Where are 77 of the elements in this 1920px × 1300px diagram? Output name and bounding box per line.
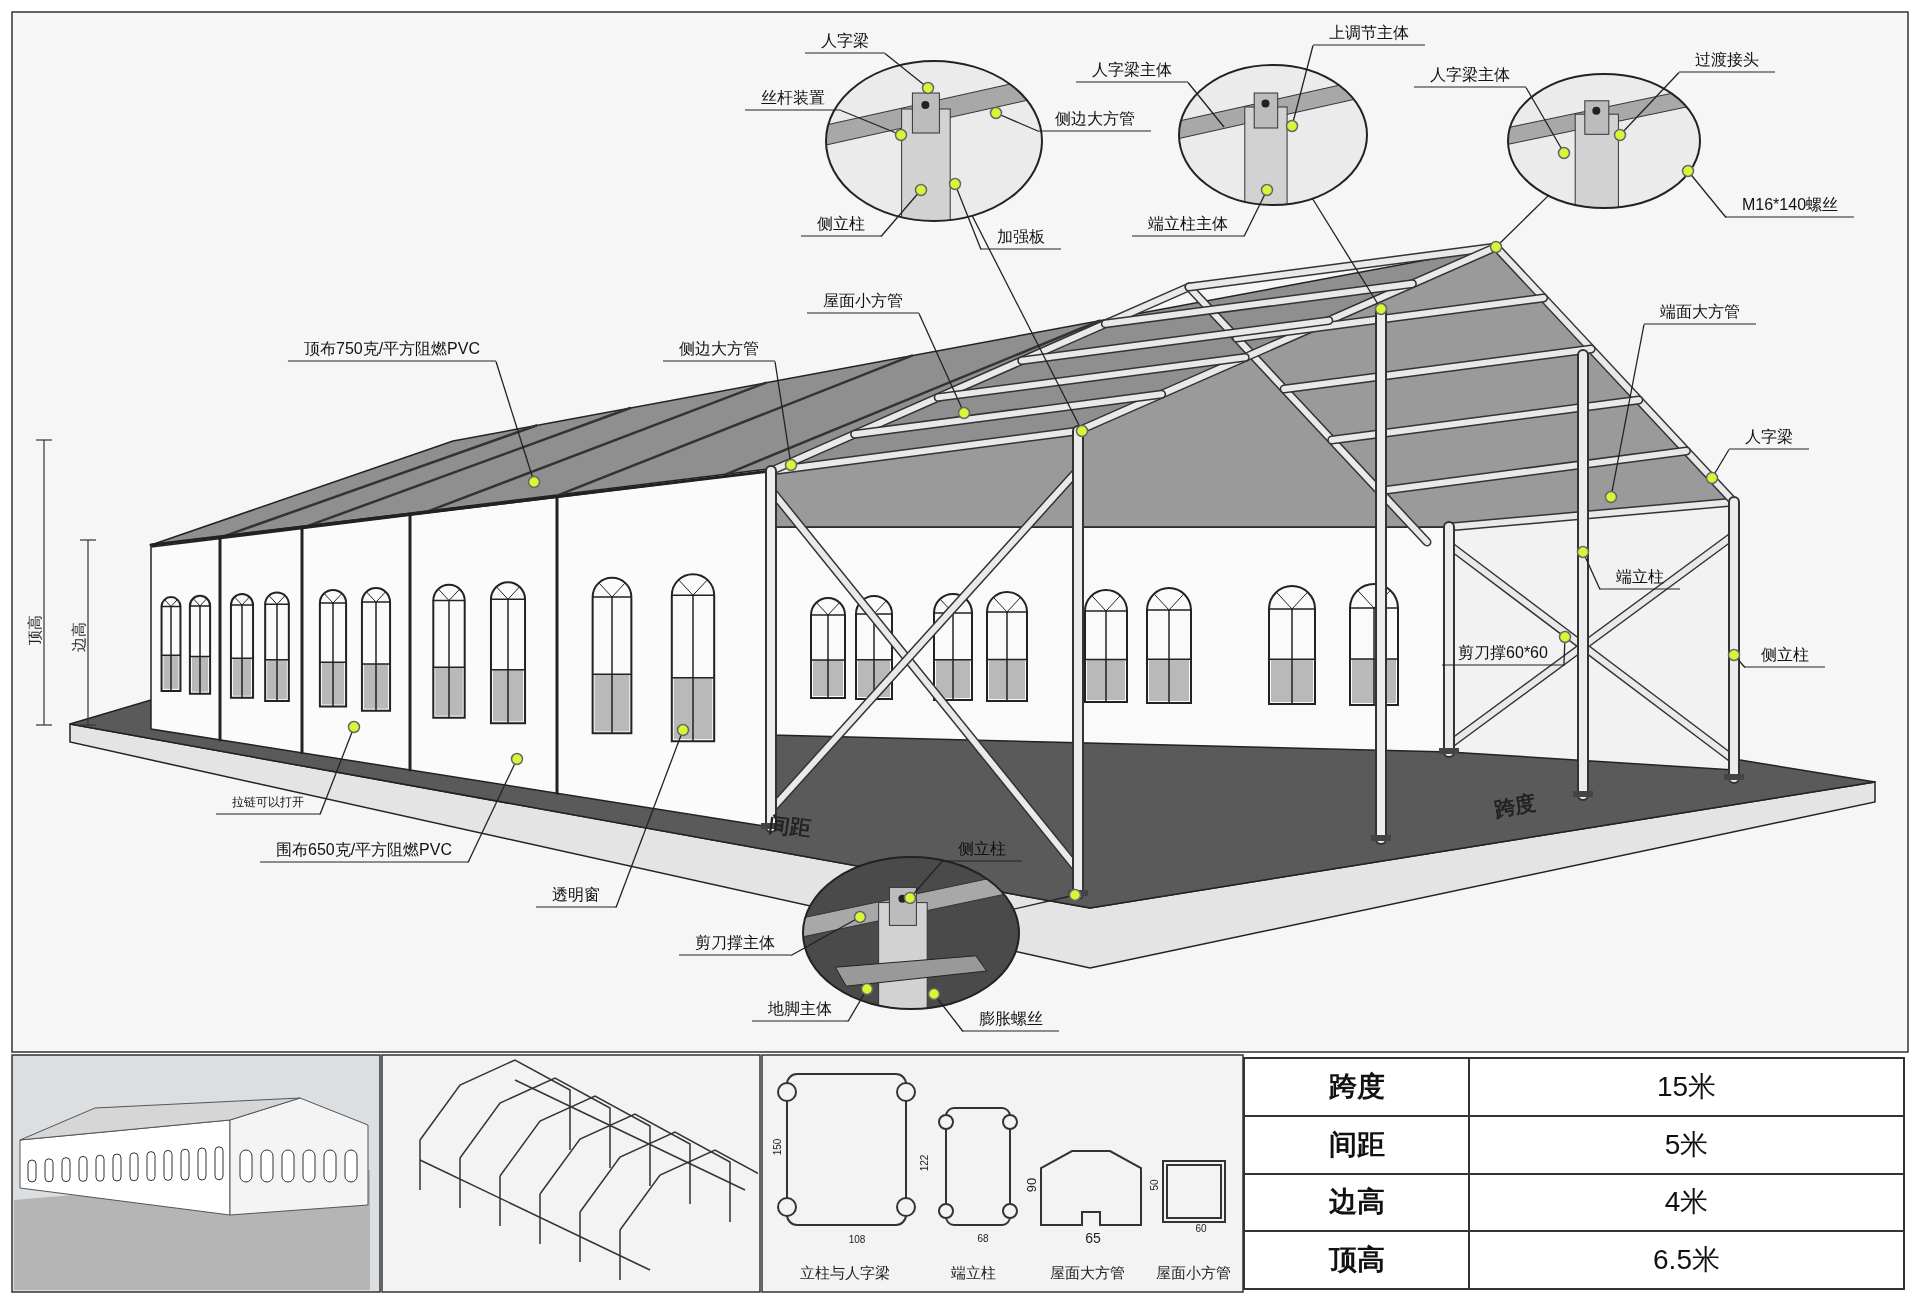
leader-line	[774, 360, 798, 472]
table-cell: 5米	[1469, 1115, 1904, 1174]
callout-label: 拉链可以打开	[216, 791, 320, 815]
profile-caption: 屋面小方管	[1155, 1264, 1231, 1280]
leader-line	[884, 52, 935, 95]
leader-line	[1243, 183, 1274, 238]
leader-line	[918, 312, 971, 420]
callout-label: 侧立柱	[942, 838, 1022, 862]
leader-line	[971, 215, 1089, 438]
callout-label: 人字梁	[1729, 426, 1809, 450]
leader-line	[1705, 448, 1730, 485]
leader-line	[1576, 545, 1601, 591]
dimension-label: 108	[848, 1235, 866, 1245]
callout-label: 地脚主体	[752, 998, 848, 1022]
callout-label: 过渡接头	[1679, 49, 1775, 73]
dimension-label: 60	[1195, 1224, 1207, 1234]
callout-label: 侧立柱	[801, 213, 881, 237]
leader-line	[1604, 323, 1645, 504]
callout-label: 膨胀螺丝	[963, 1008, 1059, 1032]
callout-label: 屋面小方管	[807, 290, 919, 314]
callout-label: 透明窗	[536, 884, 616, 908]
callout-label: 人字梁	[805, 30, 885, 54]
leader-line	[1681, 164, 1727, 219]
callout-label: 端立柱	[1600, 566, 1680, 590]
callout-label: 侧边大方管	[1039, 108, 1151, 132]
callout-label: 剪刀撑主体	[679, 932, 791, 956]
table-cell: 边高	[1244, 1173, 1469, 1232]
dimension-label: 顶高	[26, 615, 42, 645]
leader-line	[880, 183, 928, 238]
dimension-label: 跨度	[1492, 792, 1538, 820]
dimension-label: 65	[1085, 1231, 1101, 1245]
dimension-label: 50	[1150, 1179, 1160, 1191]
dimension-label: 间距	[767, 812, 813, 840]
leader-line	[467, 752, 524, 864]
callout-label: 端立柱主体	[1132, 213, 1244, 237]
callout-label: M16*140螺丝	[1726, 194, 1854, 218]
table-cell: 4米	[1469, 1173, 1904, 1232]
table-cell: 跨度	[1244, 1058, 1469, 1116]
callout-label: 加强板	[981, 226, 1061, 250]
leader-line	[1558, 630, 1572, 667]
callout-label: 侧立柱	[1745, 644, 1825, 668]
callout-label: 人字梁主体	[1076, 59, 1188, 83]
table-cell: 15米	[1469, 1058, 1904, 1116]
leader-line	[847, 982, 874, 1023]
callout-label: 端面大方管	[1644, 301, 1756, 325]
leader-line	[495, 360, 541, 489]
leader-line	[1311, 197, 1388, 316]
leader-line	[927, 987, 964, 1033]
dimension-label: 90	[1024, 1177, 1038, 1193]
leader-line	[948, 177, 982, 251]
table-cell: 顶高	[1244, 1231, 1469, 1289]
callout-label: 围布650克/平方阻燃PVC	[260, 839, 468, 863]
profile-caption: 端立柱	[950, 1264, 996, 1280]
dimension-label: 150	[773, 1138, 783, 1156]
leader-line	[1525, 86, 1571, 160]
leader-line	[903, 860, 943, 905]
joint-detail-drawing	[1178, 64, 1368, 206]
dimension-label: 边高	[70, 622, 86, 652]
callout-label: 顶布750克/平方阻燃PVC	[288, 338, 496, 362]
leader-line	[1285, 44, 1314, 133]
callout-label: 侧边大方管	[663, 338, 775, 362]
callout-label: 剪刀撑60*60	[1442, 642, 1564, 666]
leader-line	[1012, 888, 1082, 910]
callout-label: 丝杆装置	[745, 87, 841, 111]
leader-line	[319, 720, 361, 816]
callout-label: 人字梁主体	[1414, 64, 1526, 88]
callout-label: 上调节主体	[1313, 22, 1425, 46]
leader-line	[989, 106, 1040, 133]
table-cell: 间距	[1244, 1115, 1469, 1174]
dimension-label: 122	[920, 1154, 930, 1172]
table-cell: 6.5米	[1469, 1231, 1904, 1289]
leader-line	[1727, 648, 1746, 669]
dimension-label: 68	[977, 1234, 989, 1244]
leader-line	[615, 723, 690, 909]
profile-caption: 屋面大方管	[1049, 1264, 1125, 1280]
leader-line	[1489, 194, 1550, 254]
profile-caption: 立柱与人字梁	[800, 1264, 890, 1280]
